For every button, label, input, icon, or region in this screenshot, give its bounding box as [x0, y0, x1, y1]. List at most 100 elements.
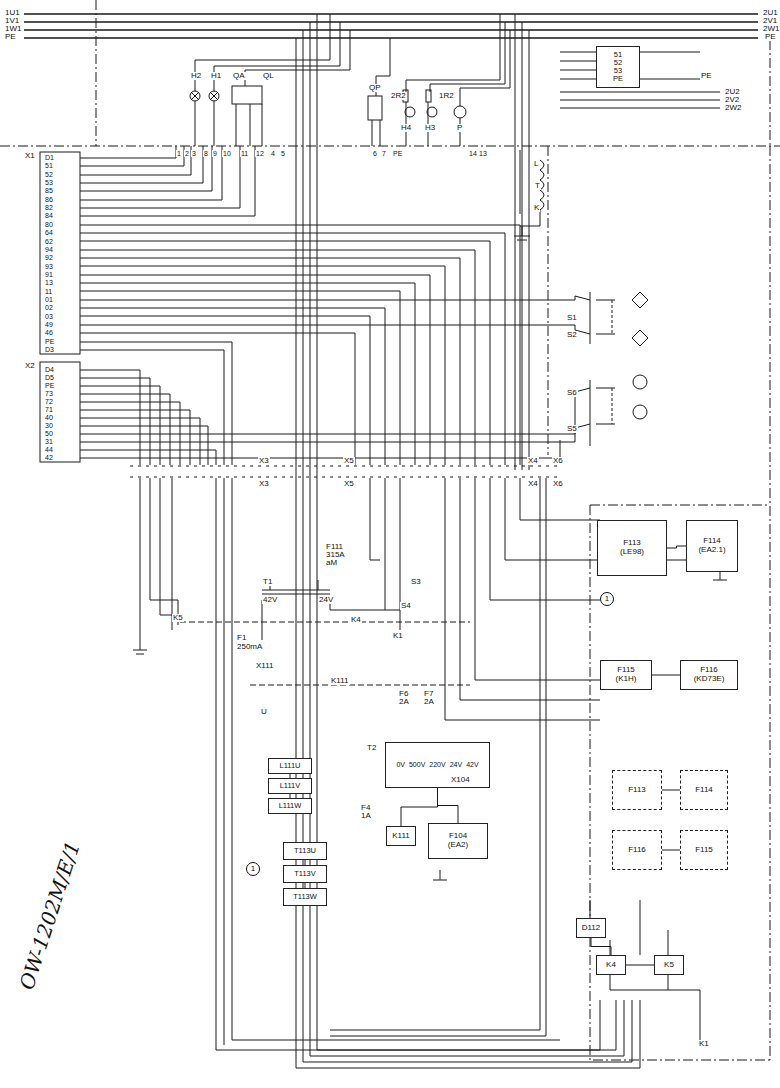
wire-label: X6	[552, 480, 564, 488]
wire-label: K5	[172, 614, 184, 622]
callout-number: 1	[246, 862, 260, 876]
device-box: F113(LE98)	[597, 520, 667, 576]
node-text: F116	[628, 846, 646, 855]
terminal-number: 92	[44, 254, 54, 261]
wire-label: QP	[368, 84, 382, 92]
wire-label: X3	[258, 480, 270, 488]
terminal-number: PE	[44, 338, 55, 345]
wire-label: X4	[527, 480, 539, 488]
device-box: F116(KD73E)	[680, 660, 738, 690]
node-text: F113	[628, 786, 646, 795]
wire-label: 1R2	[438, 92, 455, 100]
coil-box: D112	[576, 918, 606, 938]
resistor-symbol	[426, 90, 431, 102]
drawing-number: OW-1202M/E/1	[16, 838, 84, 993]
relay-box: F104(EA2)	[428, 823, 488, 859]
node-text: K4	[606, 961, 616, 970]
wire-label: PE	[764, 33, 777, 41]
terminal-number: 93	[44, 263, 54, 270]
node-text: 0V	[396, 761, 405, 769]
terminal-number: 85	[44, 187, 54, 194]
terminal-number: 1	[176, 150, 182, 157]
node-text: D112	[582, 924, 601, 933]
wire-label: PE	[700, 72, 713, 80]
terminal-number: 13	[478, 150, 488, 157]
terminal-number: 82	[44, 204, 54, 211]
mechanical-link	[180, 622, 470, 685]
node-text: (EA2.1)	[698, 546, 725, 555]
terminal-number: D1	[44, 154, 55, 161]
ground-symbol	[133, 560, 727, 880]
terminal-number: PE	[44, 382, 55, 389]
supply-lines	[24, 14, 758, 38]
terminal-number: D4	[44, 366, 55, 373]
wire-label: H1	[210, 72, 222, 80]
terminal-strip	[40, 362, 80, 462]
terminal-number: 4	[270, 150, 276, 157]
wire-label: S6	[566, 389, 578, 397]
terminal-number: 49	[44, 321, 54, 328]
wire-connector	[401, 788, 438, 826]
terminal-number: 8	[203, 150, 209, 157]
x1-wires	[80, 146, 575, 465]
wire-label: 42V	[262, 596, 278, 604]
terminal-number: 71	[44, 406, 54, 413]
wire-label: S5	[566, 425, 578, 433]
terminal-number: 7	[381, 150, 387, 157]
wire-label: K	[533, 204, 540, 212]
wire-label: T2	[366, 744, 377, 752]
transformer-coil: T113U	[283, 842, 327, 860]
terminal-number: 3	[191, 150, 197, 157]
direction-symbol	[633, 375, 647, 389]
lamp-cross	[191, 92, 218, 100]
node-text: F114	[695, 786, 713, 795]
node-text: F115	[617, 666, 635, 675]
pushbutton-dash	[612, 300, 613, 424]
wire-label: X111	[255, 662, 275, 670]
terminal-number: 5	[280, 150, 286, 157]
terminal-number: PE	[392, 150, 403, 157]
wire-label: K111	[330, 677, 350, 685]
contact-group: F113	[612, 770, 662, 810]
wire-label: 1A	[360, 812, 372, 820]
node-text: 24V	[450, 761, 462, 769]
terminal-number: 6	[372, 150, 378, 157]
switch-symbol	[232, 86, 262, 104]
terminal-number: 2	[184, 150, 190, 157]
node-text: T113V	[294, 870, 316, 878]
transformer-box: 0V500V220V24V42V	[385, 742, 490, 788]
terminal-number: D5	[44, 374, 55, 381]
terminal-number: 50	[44, 430, 54, 437]
wire-label: QA	[232, 72, 246, 80]
wire-label: K1	[698, 1040, 710, 1048]
top-device-wires	[195, 14, 510, 146]
node-text: 53	[614, 67, 622, 75]
wire-connector	[438, 788, 459, 823]
direction-symbol	[633, 405, 647, 419]
coil-box: K111	[386, 826, 416, 846]
terminal-number: 42	[44, 454, 54, 461]
wire-label: X5	[343, 480, 355, 488]
wire-label: X4	[527, 457, 539, 465]
choke-coil: L111W	[268, 798, 312, 814]
wire-label: X6	[552, 457, 564, 465]
meter-symbol	[454, 106, 466, 118]
wire-label: S3	[410, 578, 422, 586]
node-text: F104	[449, 832, 467, 841]
relay-symbol	[368, 96, 382, 120]
choke-coil: L111V	[268, 778, 312, 794]
wire-label: X1	[24, 152, 36, 160]
lamp-symbol	[405, 107, 415, 117]
wire-label: K4	[350, 616, 362, 624]
terminal-number: 80	[44, 221, 54, 228]
wire-label: K1	[392, 632, 404, 640]
terminal-number: 40	[44, 414, 54, 421]
terminal-number: 10	[222, 150, 232, 157]
wire-connector	[652, 675, 680, 676]
node-text: F116	[700, 666, 718, 675]
wire-connector	[667, 546, 686, 548]
terminal-number: 31	[44, 438, 54, 445]
terminal-number: 84	[44, 212, 54, 219]
wire-label: X3	[258, 457, 270, 465]
